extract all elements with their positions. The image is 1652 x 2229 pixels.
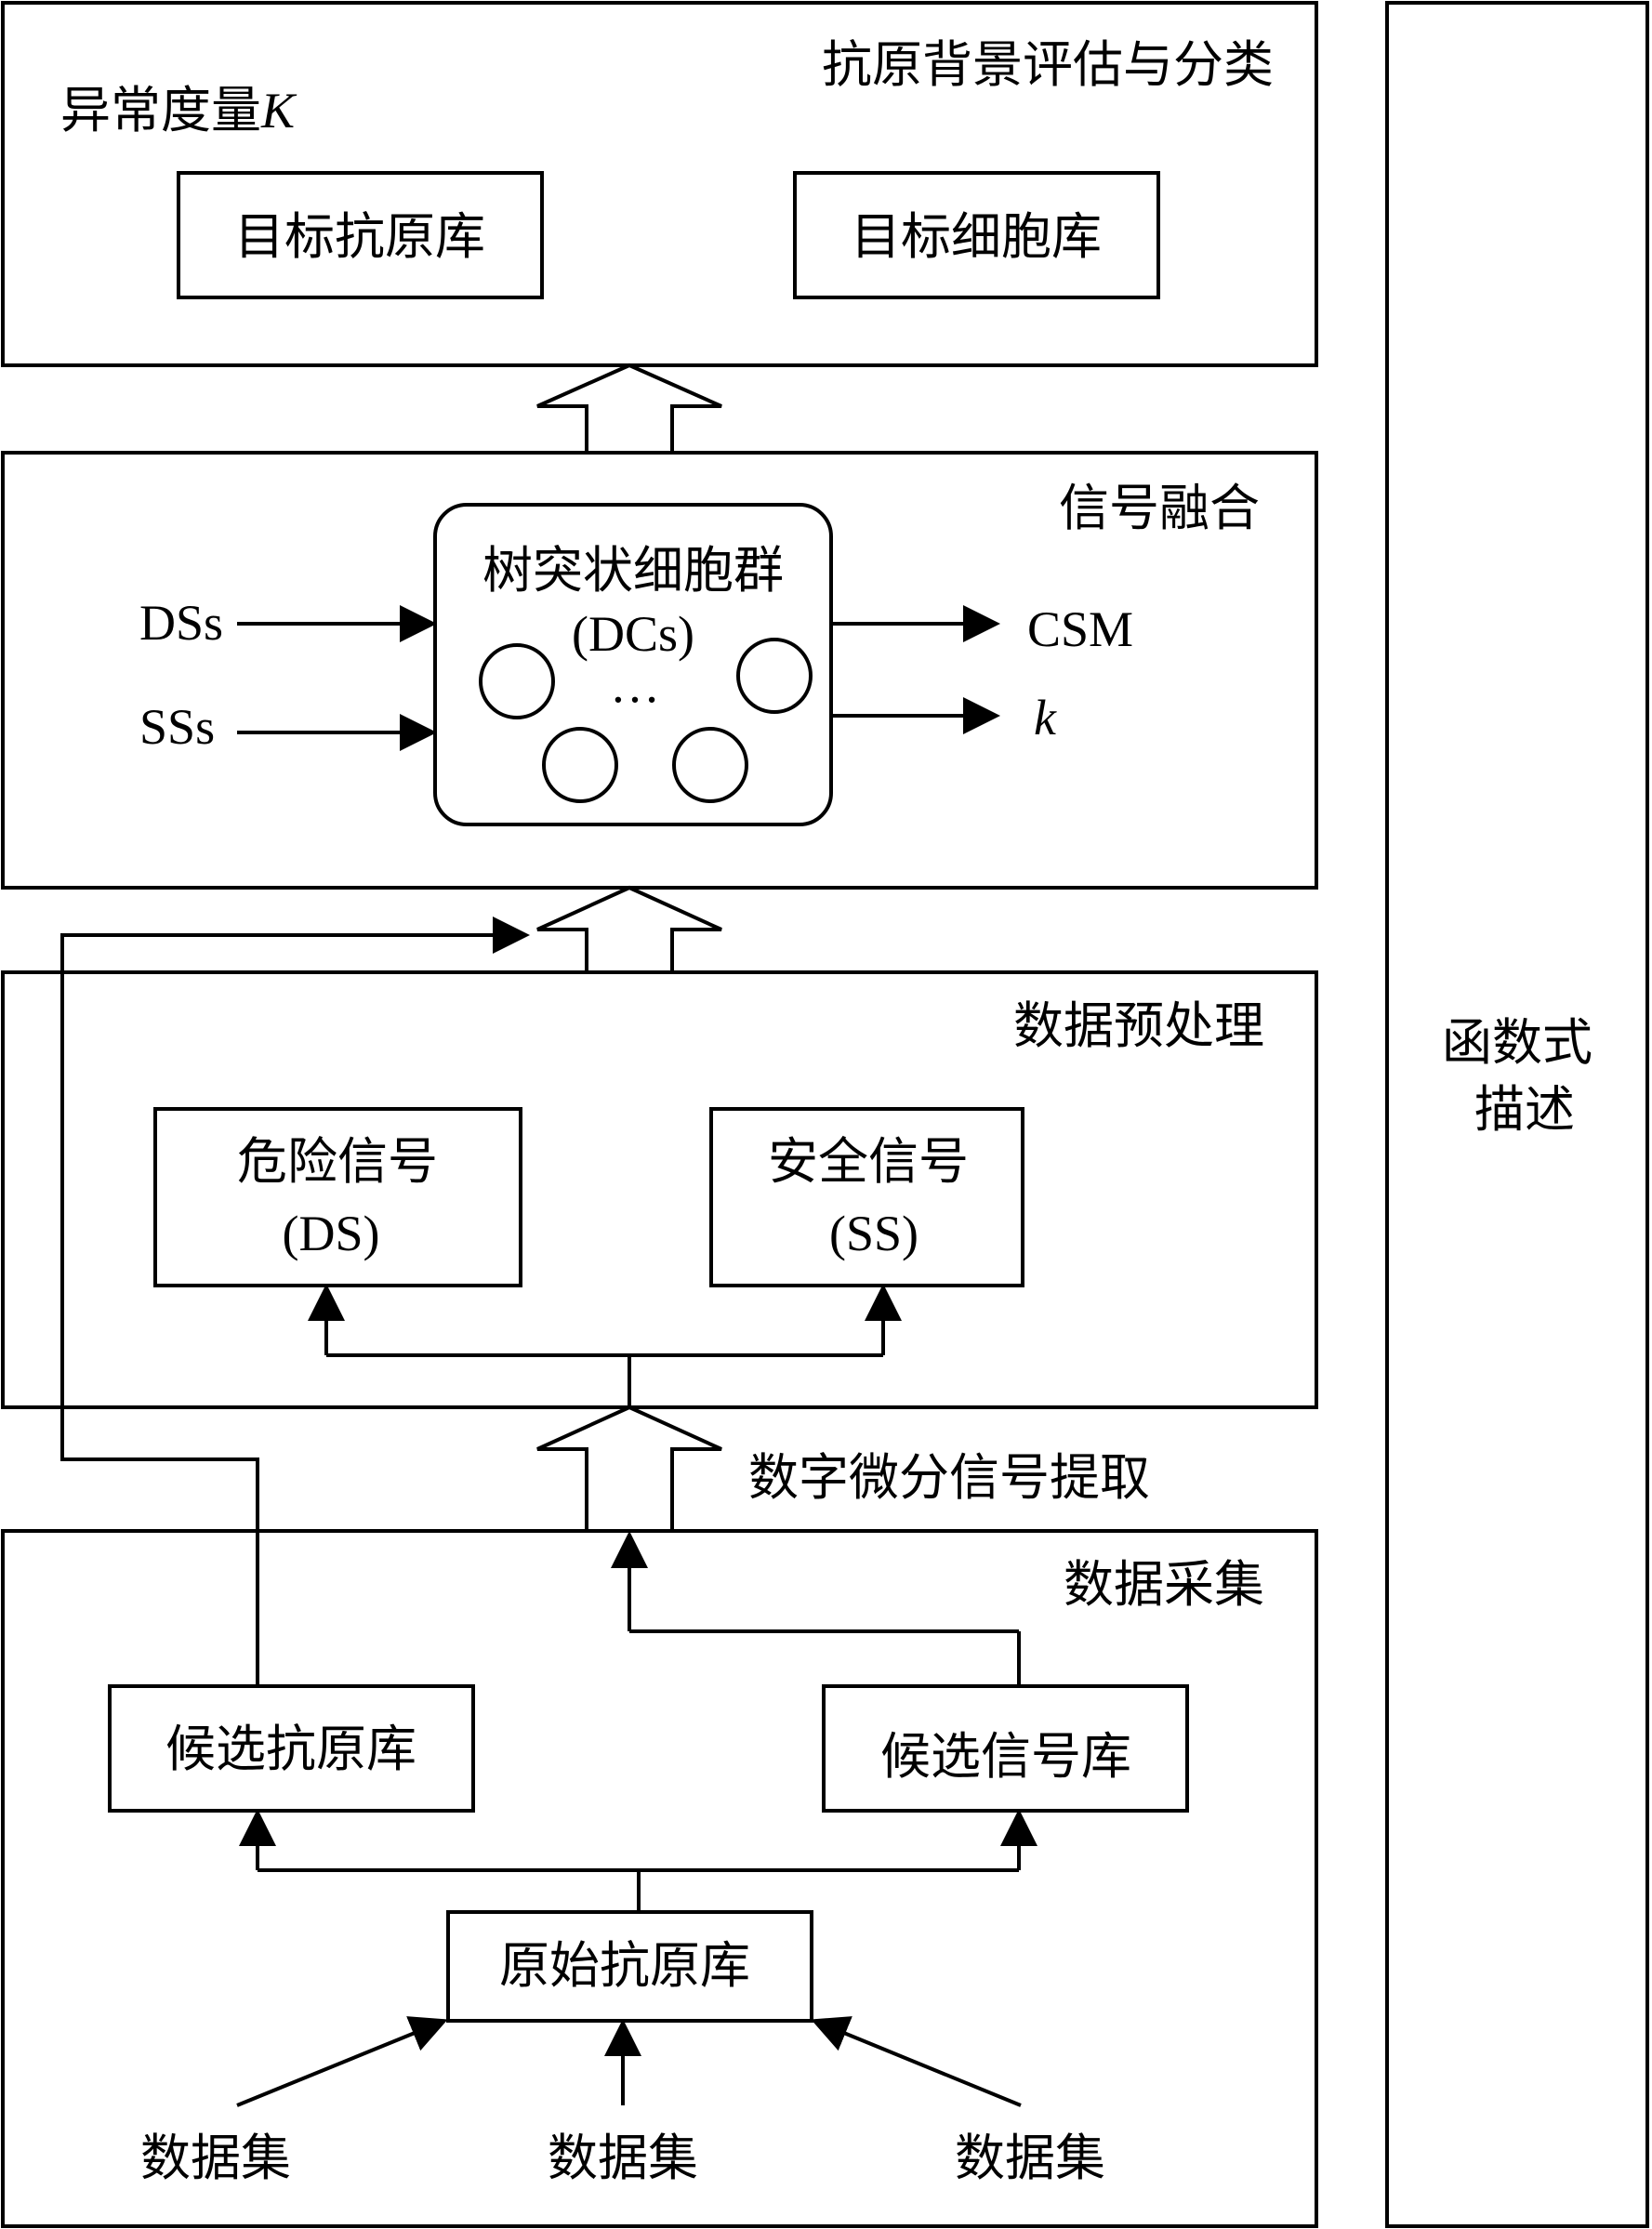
ss-input-label: SSs (139, 699, 215, 755)
candidate-antigen-db-label: 候选抗原库 (165, 1720, 416, 1778)
dataset-3-label: 数据集 (955, 2129, 1105, 2187)
side-panel-line1: 函数式 (1442, 1013, 1593, 1072)
target-antigen-db-label: 目标抗原库 (234, 207, 485, 266)
dc-cell-3 (542, 727, 618, 803)
hollow-arrow-collect-to-pre (536, 1405, 722, 1533)
candidate-signal-db-label: 候选信号库 (880, 1727, 1131, 1786)
target-antigen-db-box (177, 171, 544, 299)
dc-cell-1 (479, 643, 555, 719)
dc-cell-2 (736, 638, 813, 714)
safe-signal-abbr: (SS) (829, 1206, 919, 1261)
dataset-2-label: 数据集 (548, 2129, 698, 2187)
k-output-label: k (1034, 690, 1057, 745)
collection-title: 数据采集 (1064, 1555, 1264, 1614)
hollow-arrow-fusion-to-eval (536, 363, 722, 455)
preprocessing-title: 数据预处理 (1013, 996, 1264, 1055)
collection-layer-box (1, 1529, 1318, 2228)
dataset-1-label: 数据集 (140, 2129, 291, 2187)
anomaly-label: 异常度量K (60, 81, 297, 139)
danger-signal-label: 危险信号 (237, 1132, 438, 1191)
dataset-1-arrow (236, 2016, 448, 2107)
csm-output-label: CSM (1027, 601, 1133, 657)
fusion-title: 信号融合 (1059, 479, 1260, 537)
side-panel-line2: 描述 (1474, 1080, 1575, 1139)
danger-signal-abbr: (DS) (283, 1206, 380, 1261)
hollow-arrow-pre-to-fusion (536, 885, 722, 974)
preprocessing-layer-box (1, 970, 1318, 1409)
dc-population-box (433, 503, 833, 826)
evaluation-title: 抗原背景评估与分类 (822, 35, 1274, 94)
dc-cell-4 (672, 727, 748, 803)
fusion-layer-box (1, 451, 1318, 890)
target-cell-db-box (793, 171, 1160, 299)
evaluation-layer-box (1, 1, 1318, 367)
dc-population-label: 树突状细胞群 (482, 541, 784, 600)
antigen-bypass-line (60, 917, 530, 1686)
target-cell-db-label: 目标细胞库 (851, 207, 1102, 266)
dc-ellipsis: … (610, 657, 660, 713)
functional-description-panel (1385, 1, 1649, 2228)
candidate-antigen-db-box (108, 1684, 475, 1813)
ds-input-label: DSs (139, 595, 223, 651)
extraction-label: 数字微分信号提取 (748, 1448, 1150, 1507)
raw-antigen-db-label: 原始抗原库 (499, 1936, 750, 1995)
dc-abbr-label: (DCs) (572, 606, 694, 662)
dataset-3-arrow (811, 2016, 1022, 2107)
safe-signal-label: 安全信号 (768, 1132, 969, 1191)
